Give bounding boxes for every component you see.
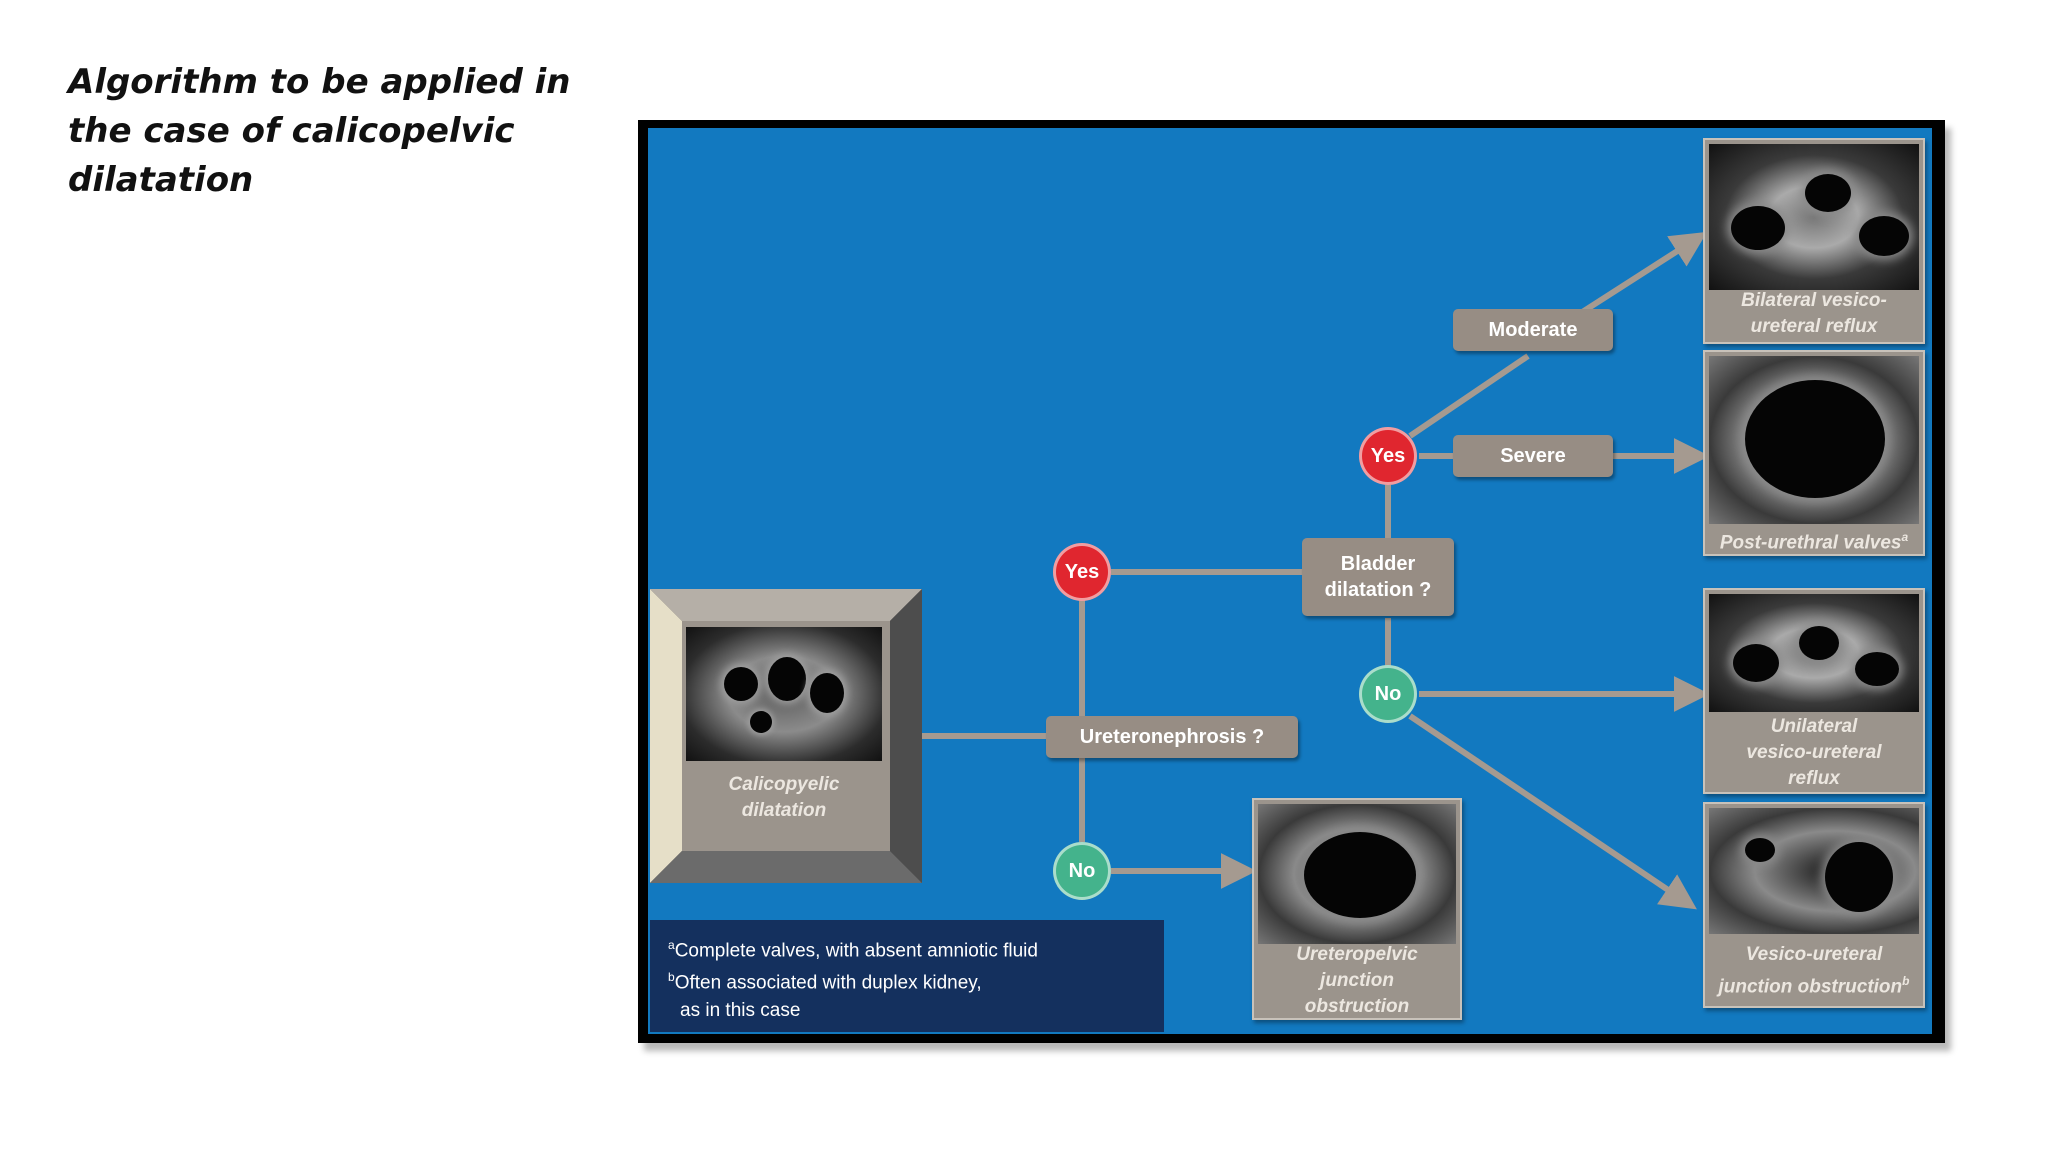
bladder-no: No [1359,665,1417,723]
bilateral-vur-scan [1709,144,1919,290]
unilateral-vur-caption: Unilateral vesico-ureteral reflux [1746,716,1882,789]
outcome-unilateral-vur: Unilateral vesico-ureteral reflux [1703,588,1925,794]
bilateral-vur-caption: Bilateral vesico-ureteral reflux [1741,290,1887,337]
vesico-ureteral-junction-text: Vesico-ureteral junction obstruction [1718,944,1903,998]
footnote-a-text: Complete valves, with absent amniotic fl… [674,940,1038,962]
ureteronephrosis-decision: Ureteronephrosis ? [1046,716,1298,758]
outcome-vesico-ureteral-junction: Vesico-ureteral junction obstructionb [1703,802,1925,1008]
bladder-dilatation-decision: Bladder dilatation ? [1302,538,1454,616]
footnote-b-continuation: as in this case [680,999,801,1021]
connector-no-to-vesico-ureteral-junction [1408,713,1697,910]
ureteropelvic-junction-caption: Ureteropelvic junction obstruction [1296,944,1418,1017]
diagram-frame: Calicopyelic dilatation Ureteronephrosis… [638,120,1945,1043]
bladder-yes: Yes [1359,427,1417,485]
unilateral-vur-scan [1709,594,1919,712]
moderate-label: Moderate [1453,309,1613,351]
outcome-ureteropelvic-junction: Ureteropelvic junction obstruction [1252,798,1462,1020]
connector-yes-to-moderate [1408,353,1530,439]
post-urethral-valves-scan [1709,356,1919,524]
post-urethral-valves-text: Post-urethral valves [1719,532,1902,554]
ureteronephrosis-no: No [1053,842,1111,900]
footnote-a-mark: a [668,938,675,952]
outcome-bilateral-vur: Bilateral vesico-ureteral reflux [1703,138,1925,344]
ureteropelvic-junction-scan [1258,804,1456,944]
ureteronephrosis-yes: Yes [1053,543,1111,601]
footnote-box: aComplete valves, with absent amniotic f… [650,920,1164,1032]
slide-title: Algorithm to be applied in the case of c… [68,62,571,200]
flowchart-canvas: Calicopyelic dilatation Ureteronephrosis… [648,128,1932,1034]
severe-label: Severe [1453,435,1613,477]
post-urethral-valves-footnote-mark: a [1901,530,1909,544]
vesico-ureteral-junction-caption: Vesico-ureteral junction obstructionb [1707,942,1921,1000]
start-node-scan [686,627,882,761]
outcome-post-urethral-valves: Post-urethral valvesa [1703,350,1925,556]
post-urethral-valves-caption: Post-urethral valvesa [1707,524,1921,556]
footnote-a: aComplete valves, with absent amniotic f… [668,932,1146,964]
footnote-b: bOften associated with duplex kidney, [668,964,1146,996]
connector-moderate-to-bilateral [1571,231,1708,321]
footnote-b-text: Often associated with duplex kidney, [674,972,982,994]
start-node-caption: Calicopyelic dilatation [728,774,840,821]
flowchart-connectors [922,231,1710,910]
vesico-ureteral-junction-scan [1709,808,1919,934]
vesico-ureteral-junction-footnote-mark: b [1902,974,1910,988]
footnote-b-mark: b [668,970,675,985]
